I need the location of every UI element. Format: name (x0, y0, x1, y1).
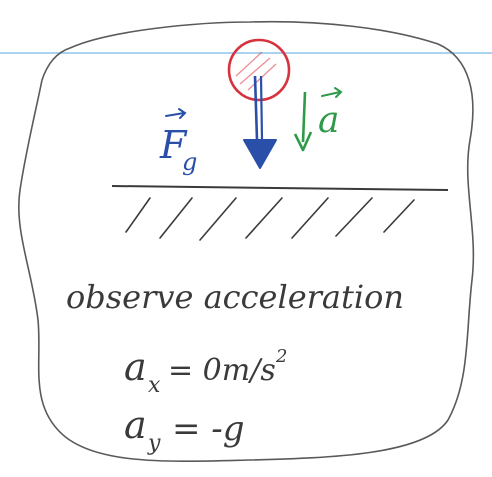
ax-subscript: x (148, 373, 161, 398)
gravity-force-subscript: g (182, 148, 197, 176)
vector-arrow-icon (165, 108, 187, 119)
gravity-force-arrow (243, 75, 277, 169)
ax-symbol: a (124, 345, 147, 389)
ax-rhs: = 0m/s (168, 353, 276, 388)
gravity-force-label: F g (159, 108, 197, 176)
ay-equation: a y = -g (124, 403, 245, 456)
ax-equation: a x = 0m/s 2 (124, 345, 287, 398)
observe-acceleration-text: observe acceleration (66, 278, 404, 316)
acceleration-label: a (318, 87, 343, 141)
ax-exponent: 2 (275, 346, 287, 367)
acceleration-arrow (293, 91, 313, 152)
falling-ball (227, 38, 291, 102)
sketch-boundary (18, 20, 475, 463)
acceleration-letter: a (318, 100, 339, 141)
ground-line (111, 185, 449, 191)
ground-hatching (125, 197, 415, 241)
vector-arrow-icon (321, 87, 343, 98)
ay-symbol: a (124, 403, 147, 447)
ay-rhs: = -g (172, 409, 245, 449)
gravity-force-letter: F (159, 123, 188, 167)
ay-subscript: y (147, 431, 161, 456)
